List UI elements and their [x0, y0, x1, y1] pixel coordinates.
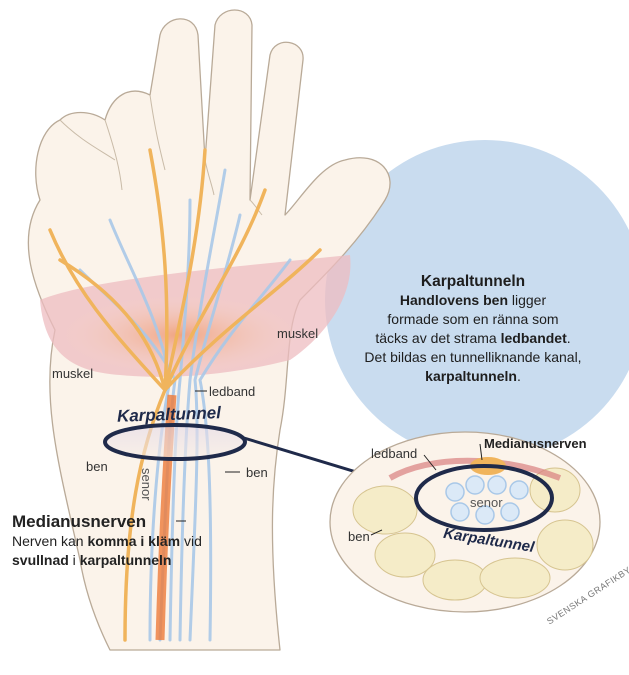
info-text-block: Karpaltunneln Handlovens ben ligger form… — [348, 272, 598, 386]
info-line5-bold: karpaltunneln — [425, 368, 517, 384]
median-l1-pre: Nerven kan — [12, 533, 87, 549]
label-ben-left: ben — [86, 460, 108, 473]
section-label-ledband: ledband — [371, 447, 417, 460]
label-ledband: ledband — [209, 385, 255, 398]
label-senor: senor — [140, 468, 153, 501]
label-ben-right: ben — [246, 466, 268, 479]
label-karpaltunnel: Karpaltunnel — [117, 403, 222, 427]
median-l1-post: vid — [180, 533, 202, 549]
info-line1-rest: ligger — [508, 292, 546, 308]
section-label-medianusnerven: Medianusnerven — [484, 437, 587, 450]
info-line1-bold: Handlovens ben — [400, 292, 508, 308]
median-l1-bold: komma i kläm — [87, 533, 180, 549]
info-line3-post: . — [567, 330, 571, 346]
median-text-block: Medianusnerven Nerven kan komma i kläm v… — [12, 512, 272, 570]
median-l2-bold: svullnad — [12, 552, 69, 568]
median-l2-mid: i — [69, 552, 80, 568]
info-line4: Det bildas en tunnelliknande kanal, — [348, 348, 598, 367]
tunnel-ring-wrist — [105, 425, 245, 459]
median-l2-bold2: karpaltunneln — [80, 552, 172, 568]
median-title: Medianusnerven — [12, 512, 146, 531]
section-label-ben: ben — [348, 530, 370, 543]
section-label-senor: senor — [470, 496, 503, 509]
label-muskel-left: muskel — [52, 367, 93, 380]
info-line2: formade som en ränna som — [348, 310, 598, 329]
info-line3-bold: ledbandet — [501, 330, 567, 346]
label-muskel-right: muskel — [277, 327, 318, 340]
info-line5-post: . — [517, 368, 521, 384]
info-line3-pre: täcks av det strama — [375, 330, 500, 346]
info-title: Karpaltunneln — [348, 272, 598, 291]
